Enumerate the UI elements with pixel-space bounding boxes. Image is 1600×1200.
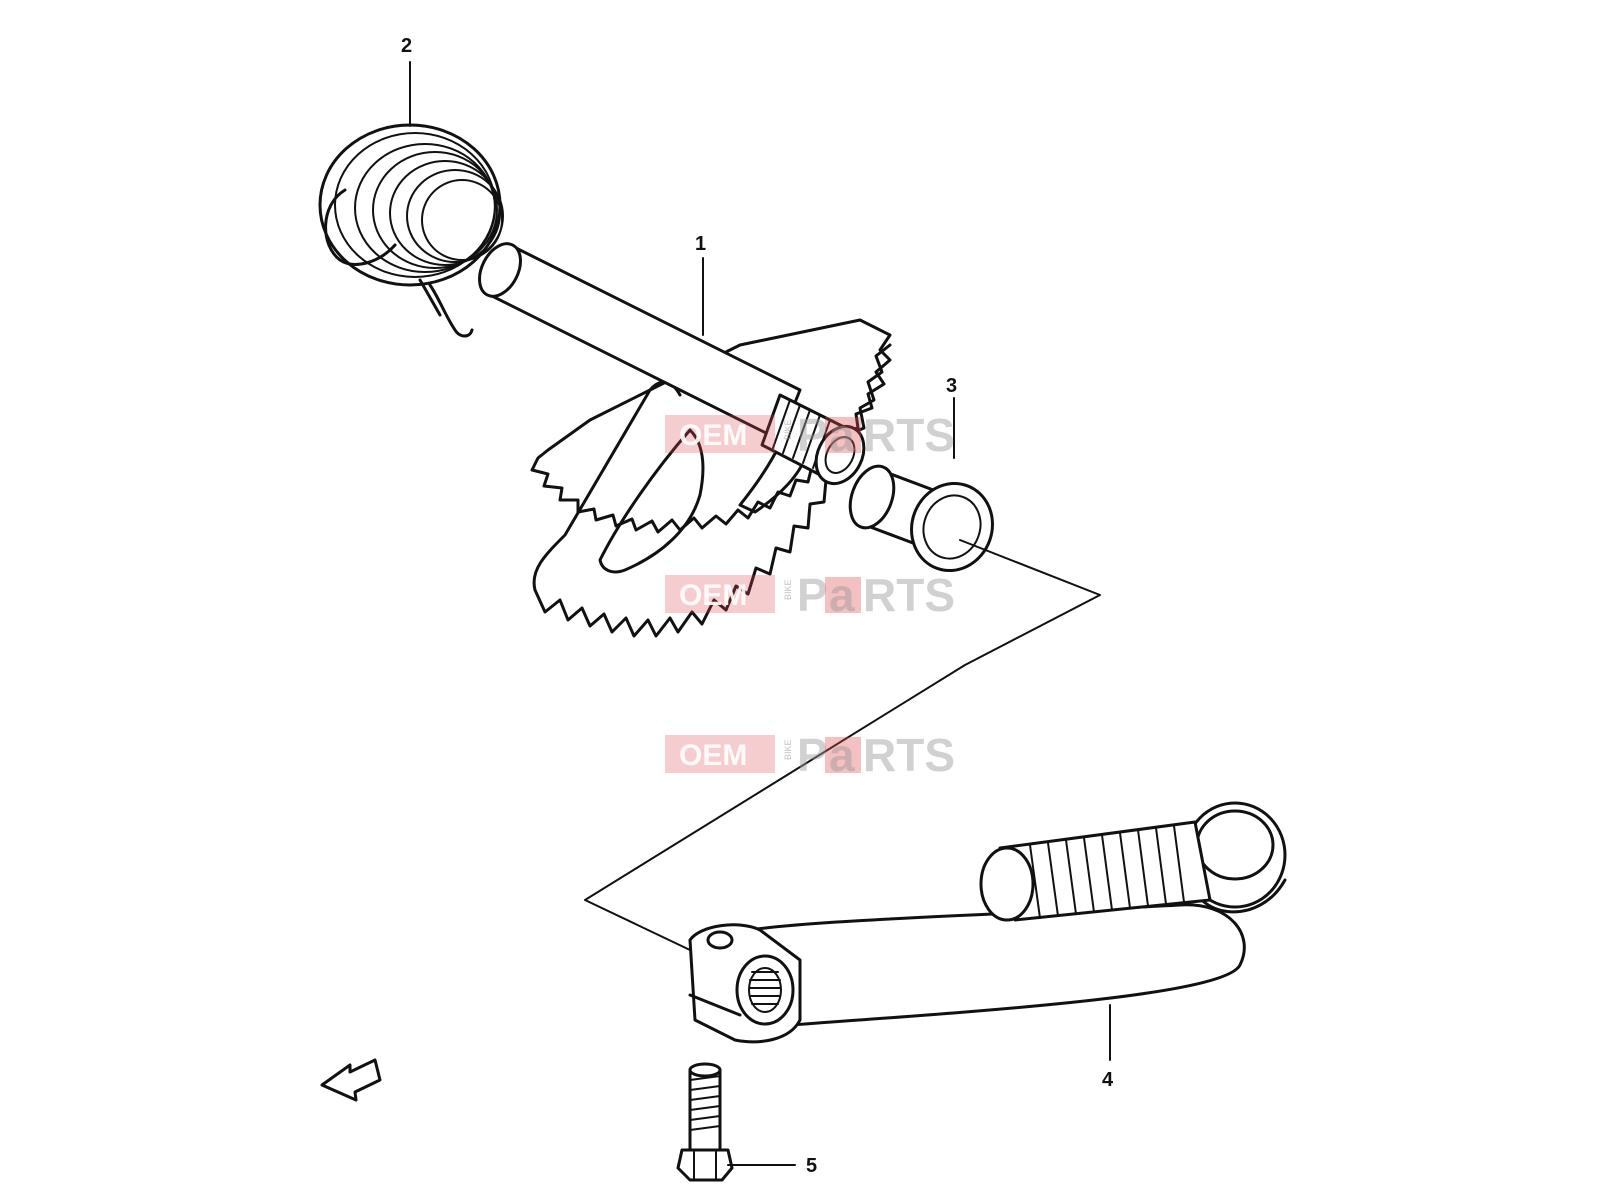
watermark-2: OEM BIKE P a RTS (665, 569, 955, 621)
watermark-a: a (829, 409, 855, 461)
callout-3: 3 (946, 375, 957, 397)
watermark-oem: OEM (679, 419, 747, 452)
assembly-guide-line (584, 539, 1101, 951)
part-4-kick-lever[interactable] (688, 801, 1287, 1044)
svg-text:P: P (797, 569, 828, 621)
svg-text:BIKE: BIKE (783, 579, 793, 600)
part-5-bolt[interactable] (676, 1062, 734, 1182)
svg-text:a: a (829, 729, 855, 781)
watermark-1: OEM BIKE P a RTS (665, 409, 955, 461)
watermark-p: P (797, 409, 828, 461)
leader-lines (409, 61, 1111, 1166)
callout-2: 2 (401, 35, 412, 57)
watermark-3: OEM BIKE P a RTS (665, 729, 955, 781)
part-1-kick-shaft[interactable] (471, 237, 892, 638)
svg-text:OEM: OEM (679, 579, 747, 612)
svg-text:RTS: RTS (863, 729, 955, 781)
part-3-bushing[interactable] (842, 460, 1004, 582)
svg-text:P: P (797, 729, 828, 781)
watermark-bike: BIKE (783, 419, 793, 440)
callout-5: 5 (806, 1155, 817, 1177)
svg-text:a: a (829, 569, 855, 621)
watermark-rts: RTS (863, 409, 955, 461)
svg-text:BIKE: BIKE (783, 739, 793, 760)
part-2-spring[interactable] (318, 123, 504, 338)
callout-1: 1 (695, 233, 706, 255)
svg-text:OEM: OEM (679, 739, 747, 772)
svg-text:RTS: RTS (863, 569, 955, 621)
front-arrow-icon (320, 1058, 382, 1102)
callout-4: 4 (1102, 1069, 1114, 1091)
